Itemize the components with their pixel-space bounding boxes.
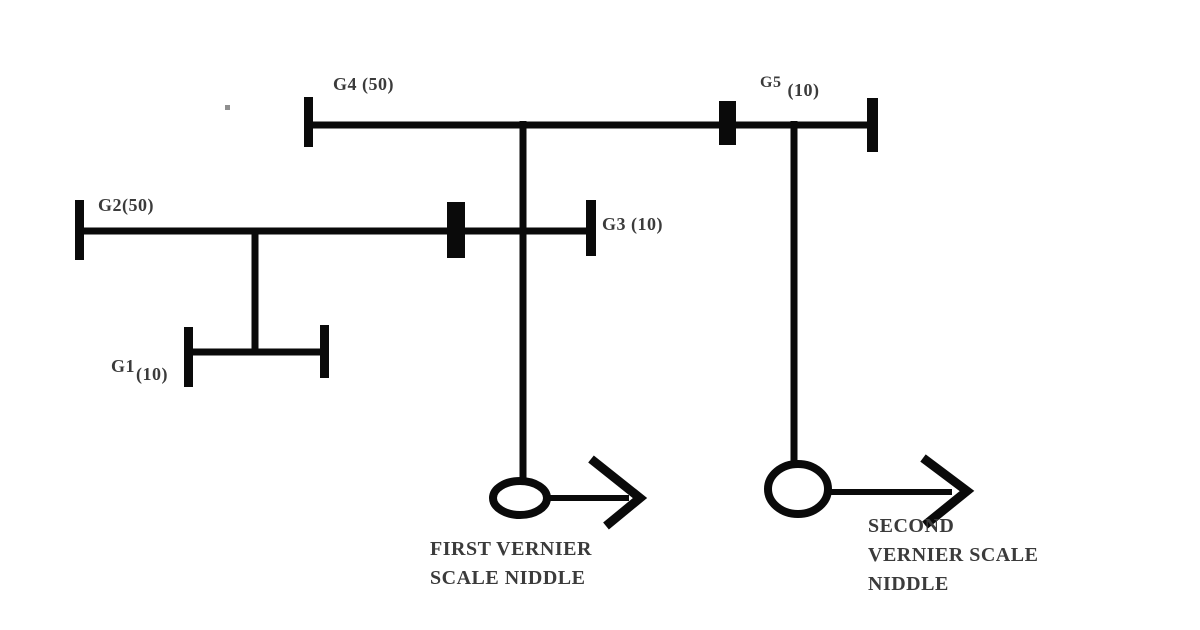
- g1-left-end-cap: [184, 327, 193, 387]
- first-needle-pivot-circle: [489, 477, 551, 519]
- g1-label-value: (10): [136, 364, 169, 384]
- g5-right-end-cap: [867, 98, 878, 152]
- g2-left-end-cap: [75, 200, 84, 260]
- g1-right-end-cap: [320, 325, 329, 378]
- first-needle-arrowhead-icon: [588, 455, 648, 530]
- g5-label: G5 (10): [760, 74, 819, 100]
- g5-label-name: G5: [760, 74, 782, 91]
- second-needle-caption: SECOND VERNIER SCALE NIDDLE: [868, 515, 1039, 595]
- g2-label: G2(50): [98, 195, 154, 215]
- first-needle-caption: FIRST VERNIER SCALE NIDDLE: [430, 538, 592, 589]
- g3-label: G3 (10): [602, 214, 663, 234]
- g5-label-value: (10): [787, 80, 820, 100]
- second-needle-arrowhead-icon: [920, 454, 975, 529]
- g4-g5-mesh-bar: [719, 101, 736, 145]
- stray-dot: [225, 105, 230, 110]
- g2-g3-mesh-bar: [447, 202, 465, 258]
- g1-label: G1(10): [111, 356, 168, 384]
- g4-label: G4 (50): [333, 74, 394, 94]
- g3-right-end-cap: [586, 200, 596, 256]
- second-needle-pivot-circle: [764, 460, 832, 518]
- g1-label-name: G1: [111, 356, 136, 376]
- g4-left-end-cap: [304, 97, 313, 147]
